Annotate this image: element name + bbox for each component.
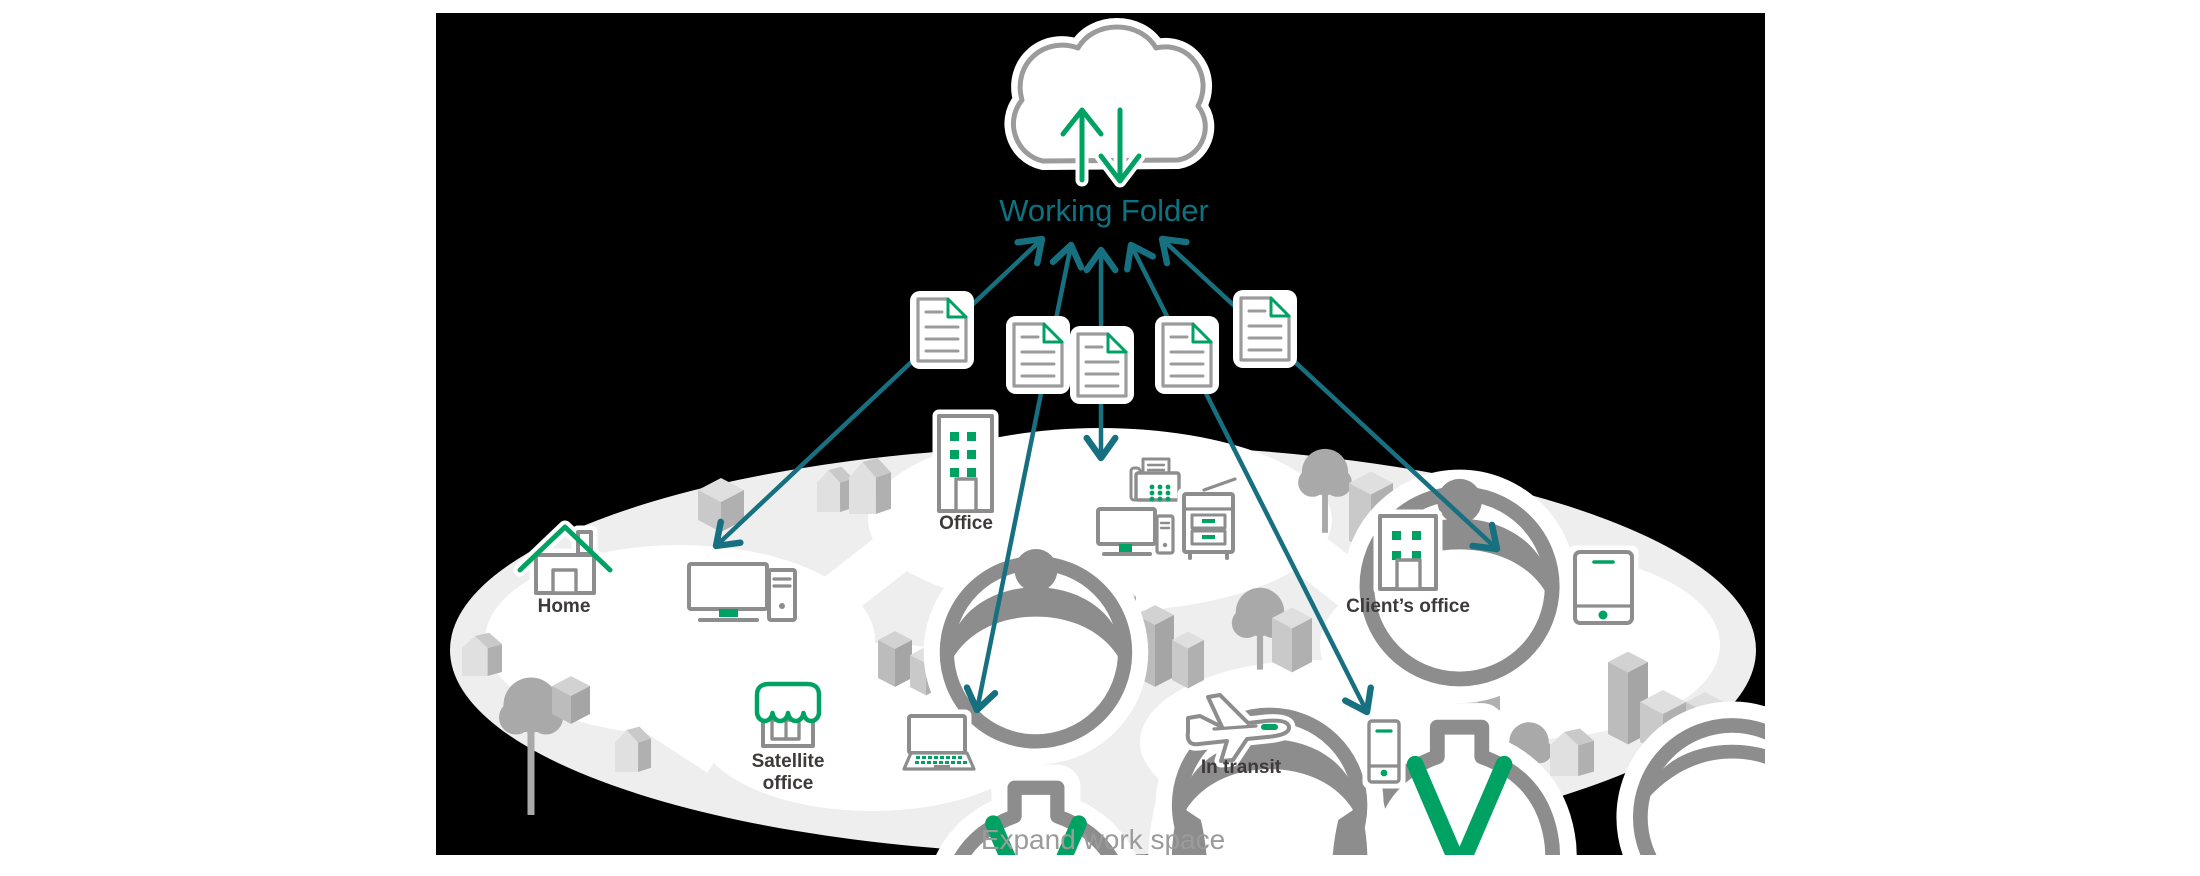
laptop-icon: [897, 709, 981, 776]
desktop-computer-icon: [1091, 502, 1180, 560]
arrow-client: [1158, 235, 1501, 553]
keyboard-keys: [915, 756, 967, 764]
house-icon: [513, 520, 617, 600]
scene-home: Home: [513, 520, 1132, 855]
expand-workspace-caption: Expand work space: [981, 824, 1225, 855]
upload-arrow-icon: [1056, 103, 1108, 187]
document-icon: [1070, 326, 1134, 404]
tablet-icon: [1568, 545, 1639, 630]
shop-icon: [750, 677, 826, 753]
client-office-label: Client’s office: [1346, 596, 1470, 617]
sync-arrows: [712, 235, 1501, 716]
office-building-icon: [932, 409, 999, 518]
working-folder-cloud: Working Folder: [999, 18, 1215, 228]
scene-in-transit: In transit: [1181, 688, 1765, 855]
fax-icon: [1124, 452, 1186, 507]
worker-icon: [1633, 725, 1765, 855]
office-label: Office: [939, 513, 993, 534]
smartphone-icon: [1362, 714, 1406, 789]
document-icons: [910, 290, 1297, 404]
document-icon: [1006, 316, 1070, 394]
home-label: Home: [538, 596, 591, 617]
airplane-icon: [1181, 688, 1296, 768]
in-transit-label: In transit: [1201, 757, 1282, 778]
download-arrow-icon: [1094, 103, 1146, 188]
document-icon: [1155, 316, 1219, 394]
diagram-canvas: Home: [436, 13, 1765, 855]
document-icon: [910, 291, 974, 369]
working-folder-title: Working Folder: [999, 193, 1209, 228]
desktop-computer-icon: [682, 557, 802, 627]
copier-icon: [1177, 472, 1242, 560]
client-building-icon: [1373, 509, 1443, 596]
document-icon: [1233, 290, 1297, 368]
scene-client-office: Client’s office: [1346, 509, 1639, 630]
